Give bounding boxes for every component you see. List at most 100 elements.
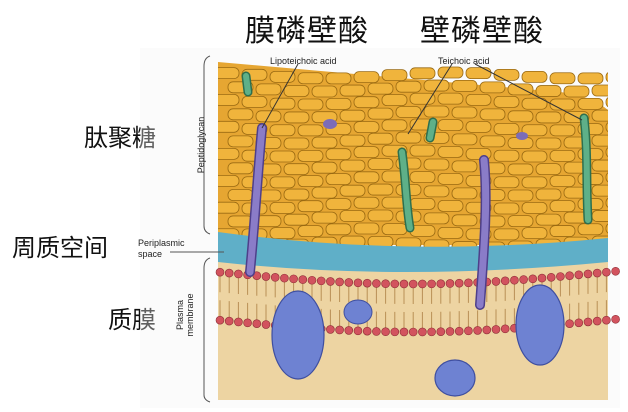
peptidoglycan-strand	[563, 85, 590, 98]
lipid-head	[224, 316, 234, 326]
peptidoglycan-strand	[311, 161, 338, 174]
peptidoglycan-strand	[353, 146, 380, 159]
lipid-head	[372, 327, 381, 336]
peptidoglycan-strand	[409, 171, 436, 184]
peptidoglycan-strand	[367, 132, 394, 145]
peptidoglycan-strand	[465, 67, 492, 80]
lipid-head	[234, 269, 243, 279]
peptidoglycan-strand	[549, 200, 576, 213]
peptidoglycan-strand	[549, 149, 576, 162]
peptidoglycan-strand	[493, 95, 520, 108]
lipid-head	[215, 315, 225, 325]
peptidoglycan-strand	[605, 71, 608, 83]
peptidoglycan-strand	[395, 80, 422, 93]
peptidoglycan-strand	[353, 121, 380, 134]
lipid-head	[464, 278, 473, 288]
peptidoglycan-strand	[493, 122, 520, 135]
peptidoglycan-strand	[451, 187, 478, 200]
peptidoglycan-layer	[218, 62, 628, 254]
peptidoglycan-strand	[577, 97, 604, 110]
lipid-head	[344, 326, 354, 335]
peptidoglycan-strand	[353, 196, 380, 209]
peptidoglycan-bracket	[203, 55, 211, 235]
peptidoglycan-strand	[507, 163, 534, 176]
peptidoglycan-strand	[521, 124, 548, 137]
lipid-head	[418, 279, 427, 289]
peptidoglycan-strand	[269, 124, 296, 137]
peptidoglycan-strand	[325, 173, 352, 186]
membrane-protein	[434, 359, 476, 397]
lipid-head	[611, 314, 620, 324]
peptidoglycan-strand	[218, 174, 240, 187]
peptidoglycan-strand	[535, 137, 562, 150]
lipid-head	[252, 319, 262, 328]
peptidoglycan-strand	[535, 188, 562, 201]
peptidoglycan-strand	[218, 67, 240, 79]
peptidoglycan-strand	[367, 82, 394, 95]
peptidoglycan-strand	[353, 96, 380, 109]
peptidoglycan-strand	[451, 160, 478, 173]
peptidoglycan-strand	[339, 210, 366, 222]
periplasmic-space-label: 周质空间	[12, 234, 108, 262]
peptidoglycan-strand	[493, 68, 520, 81]
peptidoglycan-strand	[620, 158, 628, 169]
peptidoglycan-strand	[325, 97, 352, 110]
peptidoglycan-strand	[227, 108, 254, 121]
peptidoglycan-strand	[255, 215, 282, 228]
peptidoglycan-strand	[339, 84, 366, 97]
lipid-head	[234, 317, 243, 327]
peptidoglycan-strand	[479, 135, 506, 148]
peptidoglycan-strand	[297, 149, 324, 162]
peptidoglycan-strand	[325, 148, 352, 161]
periplasmic-line2: space	[138, 249, 163, 259]
peptidoglycan-strand	[423, 185, 450, 198]
plasma-rot-line2: membrane	[185, 293, 195, 337]
peptidoglycan-strand	[577, 72, 604, 85]
peptidoglycan-strand	[339, 109, 366, 122]
peptidoglycan-strand	[605, 222, 608, 235]
peptidoglycan-strand	[218, 147, 240, 160]
periplasmic-line1: Periplasmic	[138, 238, 185, 248]
peptidoglycan-strand	[437, 226, 464, 239]
peptidoglycan-strand	[620, 184, 628, 195]
lipid-head	[335, 277, 344, 287]
peptidoglycan-strand	[325, 72, 352, 85]
lipid-head	[326, 325, 335, 334]
peptidoglycan-strand	[591, 134, 608, 147]
lipid-head	[381, 279, 390, 289]
peptidoglycan-strand	[493, 202, 520, 215]
peptidoglycan-strand	[620, 108, 628, 119]
periplasmic-band	[218, 232, 608, 279]
peptidoglycan-strand	[620, 210, 628, 221]
peptidoglycan-strand	[507, 83, 534, 96]
peptidoglycan-strand	[255, 83, 282, 96]
peptidoglycan-strand	[269, 97, 296, 110]
peptidoglycan-strand	[423, 158, 450, 171]
membrane-lipoteichoic-title: 膜磷壁酸	[245, 14, 369, 49]
lipid-head	[611, 266, 620, 276]
lipid-head	[574, 318, 584, 328]
peptidoglycan-strand	[465, 120, 492, 133]
lipid-head	[418, 327, 427, 337]
lipid-head	[473, 326, 482, 335]
membrane-protein	[343, 299, 373, 325]
peptidoglycan-strand	[297, 124, 324, 137]
peptidoglycan-strand	[269, 227, 296, 240]
peptidoglycan-strand	[535, 163, 562, 176]
lipid-head	[500, 324, 510, 334]
peptidoglycan-strand	[535, 213, 562, 226]
peptidoglycan-strand	[493, 228, 520, 241]
teichoic-acid-rod	[243, 73, 251, 95]
peptidoglycan-strand	[549, 225, 576, 237]
lipid-head	[574, 270, 584, 280]
peptidoglycan-strand	[605, 146, 608, 158]
plasma-membrane-bracket	[203, 257, 211, 403]
lipid-head	[215, 267, 225, 277]
lipid-head	[372, 279, 381, 288]
lipid-head	[316, 276, 326, 286]
membrane-protein	[271, 290, 325, 380]
peptidoglycan-strand	[297, 72, 324, 85]
peptidoglycan-strand	[507, 215, 534, 228]
peptidoglycan-strand	[227, 135, 254, 148]
peptidoglycan-strand	[409, 92, 436, 105]
